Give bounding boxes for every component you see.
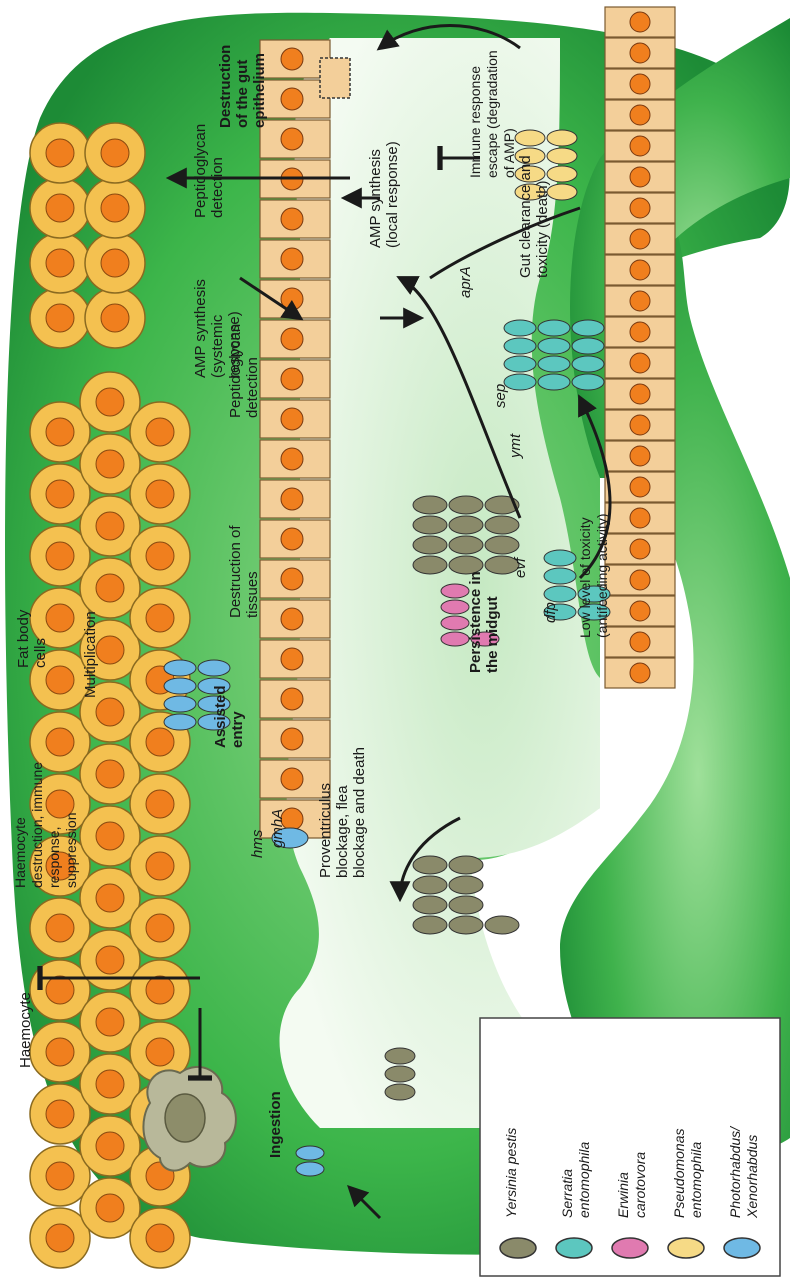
legend-label: Yersinia pestis [503, 1128, 519, 1218]
fat-body-cell [130, 836, 190, 896]
fat-body-cell [130, 960, 190, 1020]
epithelial-cell [605, 255, 675, 285]
epithelial-cell [605, 131, 675, 161]
epithelial-cell [260, 120, 330, 158]
epithelial-cell [605, 472, 675, 502]
epithelial-cell [605, 286, 675, 316]
legend-swatch [668, 1238, 704, 1258]
epithelial-cell [260, 520, 330, 558]
label-sep: sep [492, 384, 509, 408]
epithelial-cell [605, 658, 675, 688]
epithelial-cell [605, 596, 675, 626]
epithelial-cell [605, 38, 675, 68]
fat-body-cell [130, 1208, 190, 1268]
legend-swatch [724, 1238, 760, 1258]
epithelial-cell [605, 193, 675, 223]
epithelial-cell [260, 400, 330, 438]
label-evf: evf [512, 556, 529, 578]
epithelial-cell [260, 600, 330, 638]
epithelial-cell [605, 224, 675, 254]
fat-body-cell [130, 588, 190, 648]
label-apra: aprA [457, 266, 474, 298]
epithelial-cell [605, 162, 675, 192]
haemocyte-nucleus [165, 1094, 205, 1142]
label-gmhA: gmhA [269, 809, 286, 848]
epithelial-cell [605, 100, 675, 130]
label-ymt: ymt [507, 433, 524, 459]
epithelial-cell [605, 534, 675, 564]
shed-cell [320, 58, 350, 98]
ingested-yersinia [385, 1048, 415, 1100]
fat-body-cell [130, 898, 190, 958]
fat-body-cell [85, 178, 145, 238]
epithelial-cell [605, 348, 675, 378]
epithelial-cell [260, 640, 330, 678]
epithelial-cell [605, 441, 675, 471]
fat-body-cell [30, 178, 90, 238]
epithelial-cell [605, 565, 675, 595]
legend-swatch [612, 1238, 648, 1258]
legend-label: Pseudomonasentomophila [671, 1128, 704, 1218]
label-multiplication: Multiplication [82, 611, 99, 698]
legend-swatch [556, 1238, 592, 1258]
epithelial-cell [605, 627, 675, 657]
label-low-toxicity: Low level of toxicity(antifeeding activi… [577, 513, 610, 638]
epithelial-cell [605, 410, 675, 440]
label-amp-local: AMP synthesis(local response) [367, 141, 401, 248]
epithelial-cell [260, 560, 330, 598]
epithelial-cell [260, 480, 330, 518]
fat-body-cell [30, 288, 90, 348]
epithelial-cell [260, 720, 330, 758]
fat-body-cell [85, 233, 145, 293]
epithelial-cell [260, 240, 330, 278]
epithelial-cell [605, 69, 675, 99]
label-dfp: dfp [542, 602, 559, 623]
epithelial-cell [605, 503, 675, 533]
legend-swatch [500, 1238, 536, 1258]
fat-body-cell [30, 233, 90, 293]
epithelial-cell [260, 320, 330, 358]
fat-body-cell [130, 774, 190, 834]
epithelial-cell [605, 317, 675, 347]
label-ingestion: Ingestion [267, 1091, 284, 1158]
fat-body-cell [85, 288, 145, 348]
epithelial-cell [605, 379, 675, 409]
fat-body-cell [30, 123, 90, 183]
epithelial-cell [260, 360, 330, 398]
fat-body-cell [85, 123, 145, 183]
fat-body-cell [130, 526, 190, 586]
epithelial-cell [260, 680, 330, 718]
epithelial-cell [260, 440, 330, 478]
label-hms: hms [249, 829, 266, 858]
legend-label: Photorhabdus/Xenorhabdus [727, 1125, 760, 1219]
epithelial-cell [605, 7, 675, 37]
fat-body-cell [130, 464, 190, 524]
label-haemocyte: Haemocyte [17, 992, 34, 1068]
epithelial-cell [260, 200, 330, 238]
fat-body-cell [130, 402, 190, 462]
